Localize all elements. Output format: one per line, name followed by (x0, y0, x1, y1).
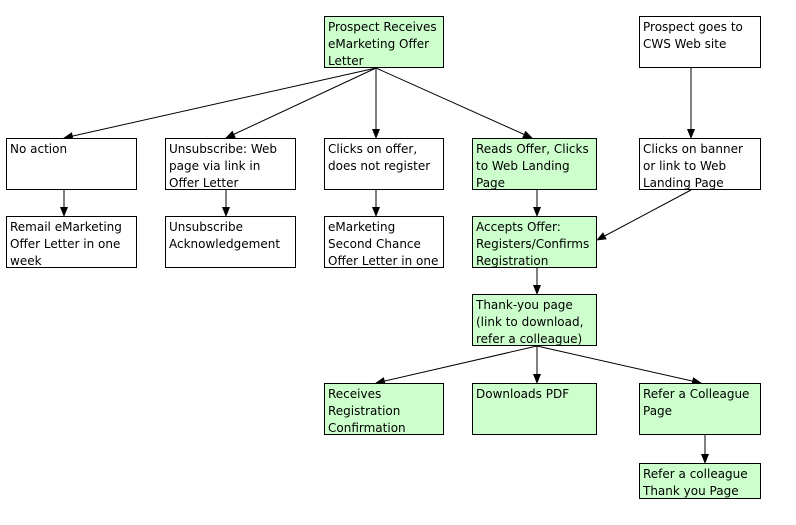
node-prospect-receives-offer: Prospect Receives eMarketing Offer Lette… (324, 16, 444, 68)
node-unsubscribe-web-page: Unsubscribe: Web page via link in Offer … (165, 138, 296, 190)
node-remail-offer-letter: Remail eMarketing Offer Letter in one we… (6, 216, 137, 268)
node-no-action: No action (6, 138, 137, 190)
node-reads-offer: Reads Offer, Clicks to Web Landing Page (472, 138, 597, 190)
node-unsubscribe-acknowledgement: Unsubscribe Acknowledgement (165, 216, 296, 268)
node-thank-you-page: Thank-you page (link to download, refer … (472, 294, 597, 346)
node-downloads-pdf: Downloads PDF (472, 383, 597, 435)
node-clicks-does-not-register: Clicks on offer, does not register (324, 138, 444, 190)
node-accepts-offer: Accepts Offer: Registers/Confirms Regist… (472, 216, 597, 268)
node-refer-colleague-page: Refer a Colleague Page (639, 383, 761, 435)
node-prospect-goes-to-website: Prospect goes to CWS Web site (639, 16, 761, 68)
arrow-clicks-banner-to-accepts-offer (596, 189, 692, 241)
node-receives-confirmation-email: Receives Registration Confirmation Email (324, 383, 444, 435)
arrow-prospect-receives-to-no-action (63, 67, 377, 140)
arrow-thank-you-to-refer-colleague (536, 345, 702, 385)
arrow-prospect-receives-to-unsubscribe (225, 67, 377, 139)
arrow-thank-you-to-receives-email (375, 345, 538, 385)
node-second-chance-offer: eMarketing Second Chance Offer Letter in… (324, 216, 444, 268)
node-clicks-banner: Clicks on banner or link to Web Landing … (639, 138, 761, 190)
node-refer-colleague-thank-you: Refer a colleague Thank you Page (639, 463, 761, 499)
arrow-prospect-receives-to-reads-offer (375, 67, 533, 139)
